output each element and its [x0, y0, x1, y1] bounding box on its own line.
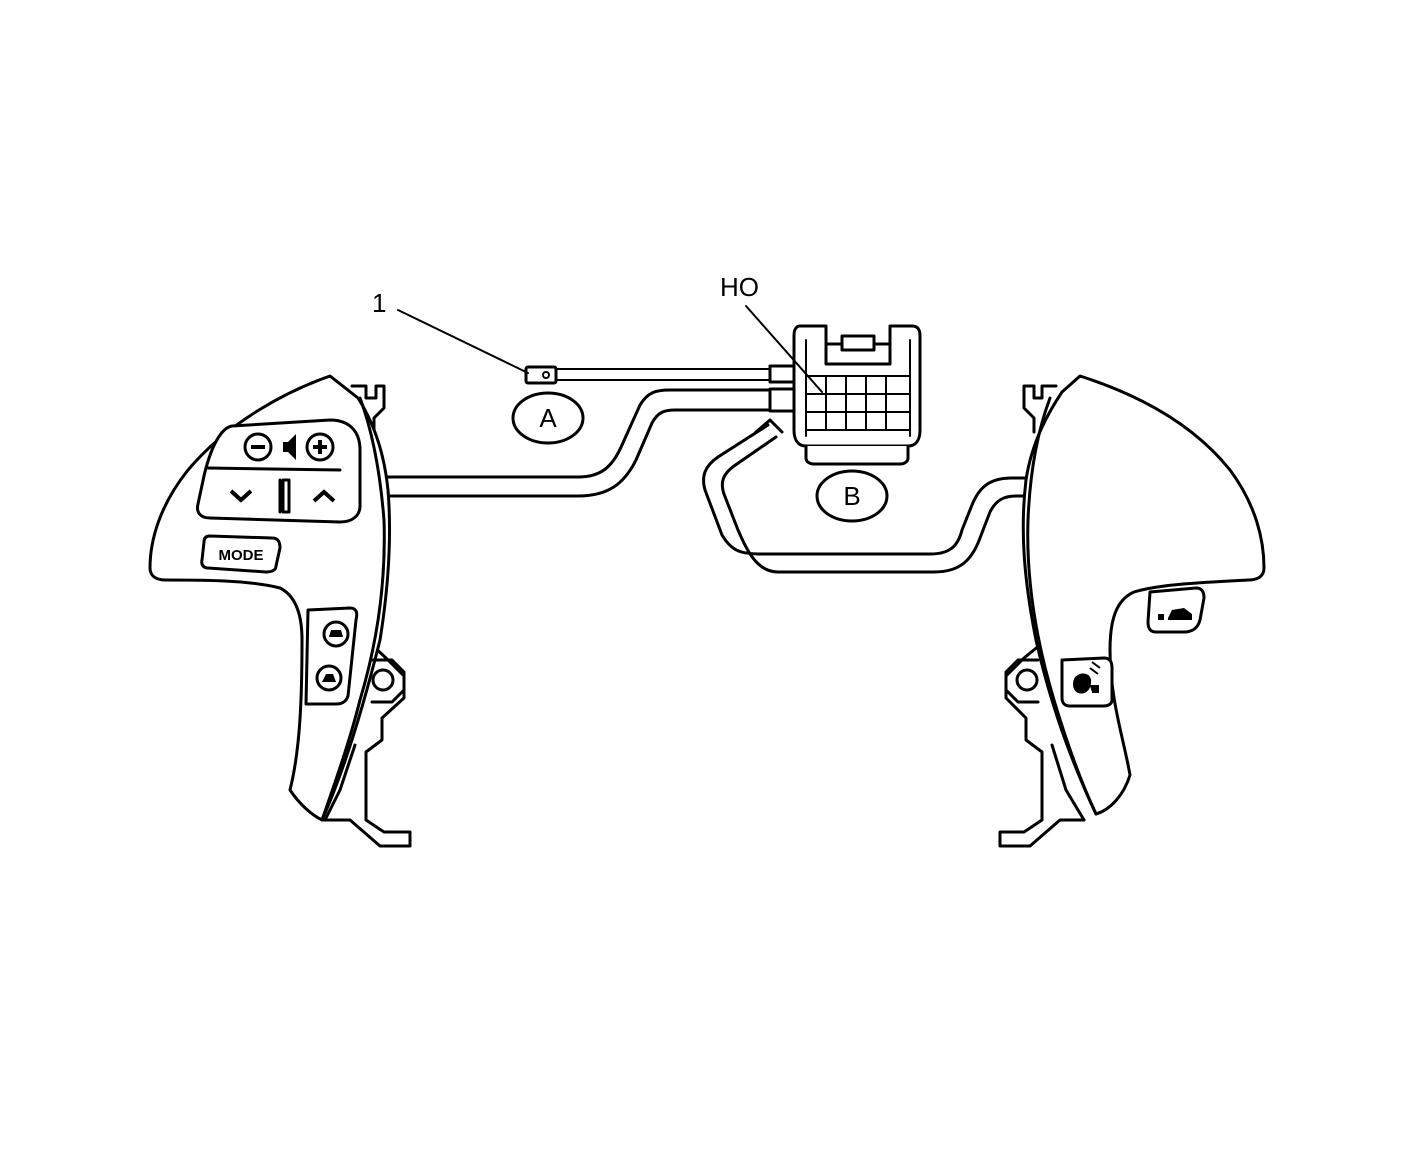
callout-view-b: B: [815, 469, 889, 523]
voice-command-icon: [1072, 661, 1101, 694]
lead-wire-part-1: [524, 365, 791, 385]
harness-wire-a: [383, 388, 792, 498]
callout-label-a: A: [539, 403, 557, 433]
callout-connector-ho: HO: [720, 272, 823, 393]
distance-button[interactable]: [1146, 586, 1206, 634]
callout-label-1: 1: [372, 288, 386, 318]
chevron-down-icon[interactable]: [229, 489, 253, 503]
phone-button-panel: [304, 606, 359, 706]
left-steering-switch: MODE: [148, 374, 412, 848]
mounting-hole-left: [370, 658, 406, 704]
speaker-icon: [283, 434, 296, 460]
chevron-up-icon[interactable]: [312, 489, 336, 503]
connector-wire-stubs: [768, 364, 796, 413]
right-steering-switch: [998, 374, 1266, 848]
volume-plus-icon[interactable]: [305, 432, 335, 462]
voice-button[interactable]: [1060, 656, 1114, 708]
callout-label-ho: HO: [720, 272, 759, 302]
connector-ho: [792, 324, 922, 466]
mode-button[interactable]: MODE: [200, 534, 282, 574]
car-distance-icon: [1158, 608, 1192, 620]
callout-view-a: A: [511, 391, 585, 445]
harness-wire-b: [702, 418, 1032, 574]
volume-minus-icon[interactable]: [243, 432, 273, 462]
callout-label-b: B: [843, 481, 860, 511]
callout-part-1: 1: [372, 288, 529, 374]
mode-button-label: MODE: [219, 547, 264, 564]
mounting-hole-right: [1004, 658, 1040, 704]
wire-terminal: [524, 365, 558, 385]
